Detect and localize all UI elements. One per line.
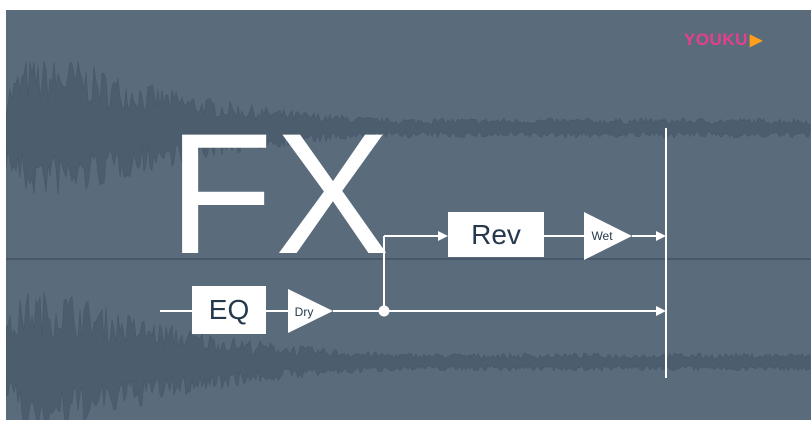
wet-gain-label: Wet: [591, 229, 613, 243]
waveform-upper: [6, 60, 811, 195]
dry-gain-label: Dry: [295, 305, 314, 319]
diagram-title: FX: [168, 98, 392, 290]
wet-gain-triangle: [584, 212, 632, 260]
dry-path-arrowhead: [656, 306, 666, 316]
reverb-block-label: Rev: [471, 218, 521, 250]
diagram-background: [6, 10, 811, 420]
youku-logo: YOUKU ▶: [684, 30, 763, 50]
waveform-lower: [6, 291, 811, 420]
eq-block-label: EQ: [208, 294, 250, 325]
waveform-background: [6, 60, 811, 420]
logo-text: YOUKU: [684, 30, 748, 49]
rev-input-arrowhead: [438, 231, 448, 241]
play-triangle-icon: ▶: [749, 32, 763, 49]
eq-block: EQ: [192, 286, 266, 334]
dry-gain-triangle: [288, 289, 333, 333]
reverb-block: Rev: [448, 212, 544, 257]
wet-path-arrowhead: [656, 231, 666, 241]
